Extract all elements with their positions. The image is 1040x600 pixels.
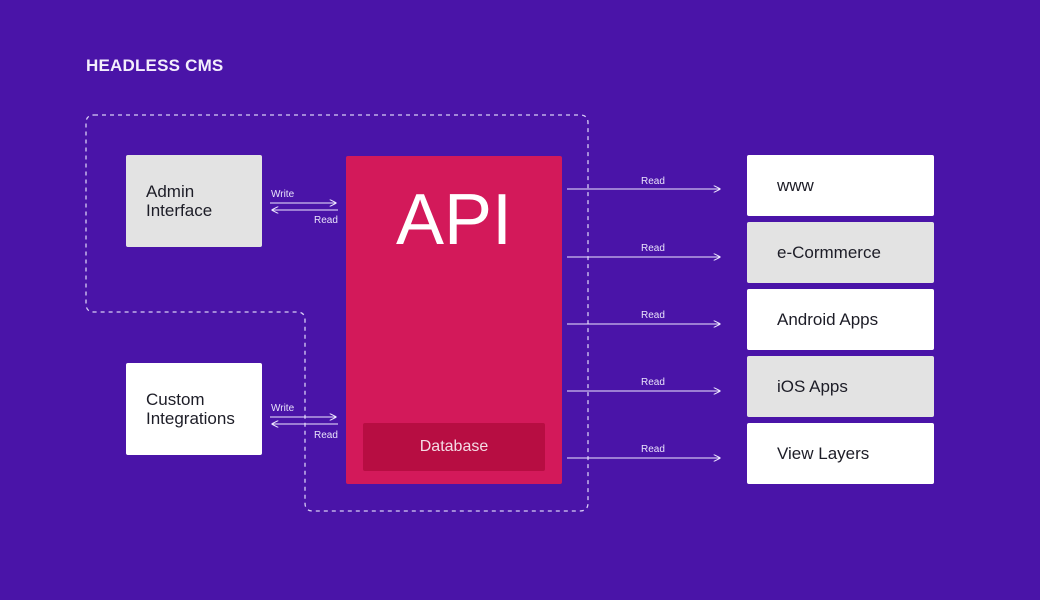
admin-read-label: Read xyxy=(314,215,338,226)
custom-integrations-label: Custom Integrations xyxy=(146,390,235,428)
target-viewlayers-label: View Layers xyxy=(777,443,870,463)
admin-interface-node: Admin Interface xyxy=(126,155,262,247)
read-label-www: Read xyxy=(641,176,665,187)
read-label-viewlayers: Read xyxy=(641,444,665,455)
target-android-node: Android Apps xyxy=(747,289,934,350)
target-www-node: www xyxy=(747,155,934,216)
target-www-label: www xyxy=(777,175,814,195)
target-ecommerce-node: e-Cormmerce xyxy=(747,222,934,283)
api-block: API Database xyxy=(346,156,562,484)
cms-boundary xyxy=(85,114,589,512)
admin-write-label: Write xyxy=(271,189,295,200)
target-viewlayers-node: View Layers xyxy=(747,423,934,484)
read-label-android: Read xyxy=(641,310,665,321)
database-label: Database xyxy=(419,438,489,455)
read-label-ecommerce: Read xyxy=(641,243,665,254)
custom-read-label: Read xyxy=(314,430,338,441)
custom-integrations-node: Custom Integrations xyxy=(126,363,262,455)
diagram-title: HEADLESS CMS xyxy=(86,56,224,75)
api-label: API xyxy=(395,180,513,260)
custom-write-label: Write xyxy=(271,403,295,414)
database-block: Database xyxy=(363,423,545,471)
target-ecommerce-label: e-Cormmerce xyxy=(777,242,881,262)
read-label-ios: Read xyxy=(641,377,665,388)
target-ios-label: iOS Apps xyxy=(777,376,848,396)
admin-interface-label: Admin Interface xyxy=(146,182,213,220)
target-ios-node: iOS Apps xyxy=(747,356,934,417)
target-android-label: Android Apps xyxy=(777,309,879,329)
